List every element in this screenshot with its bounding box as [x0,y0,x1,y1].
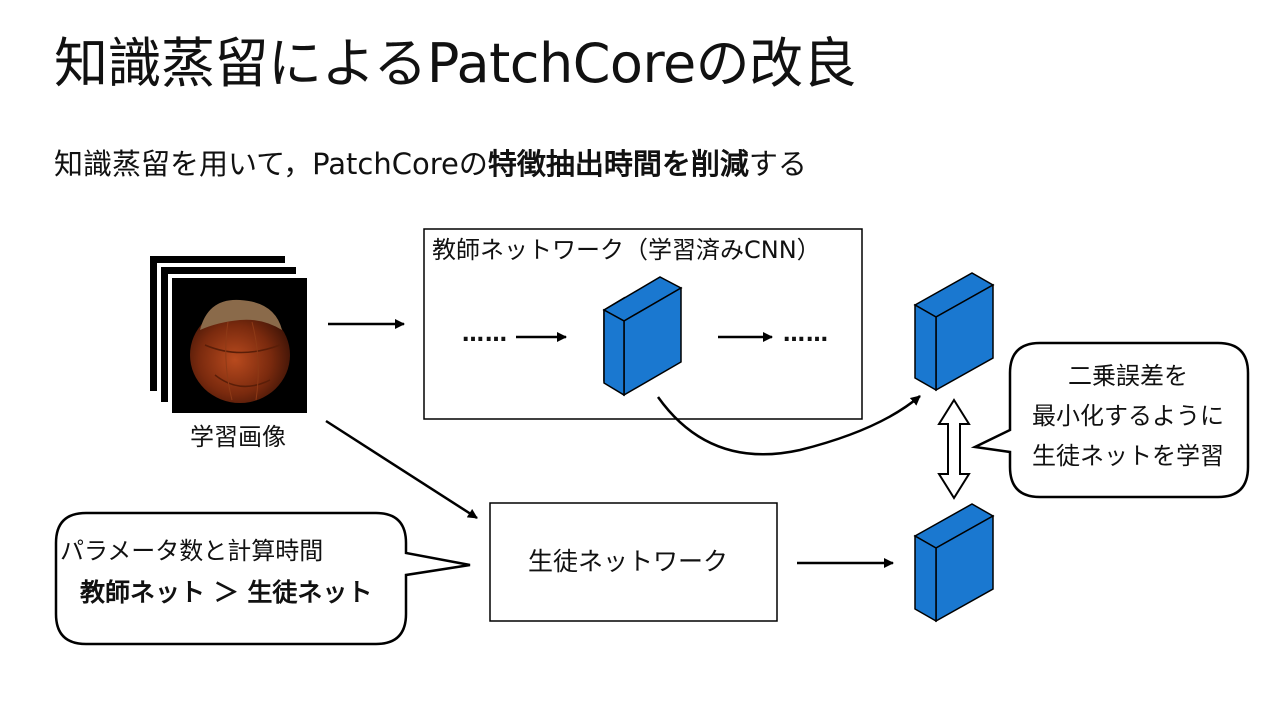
slide-title: 知識蒸留によるPatchCoreの改良 [54,32,857,95]
student-output-block-icon [913,503,995,623]
teacher-network-label: 教師ネットワーク（学習済みCNN） [432,236,821,264]
callout-line: 最小化するように [1032,402,1224,430]
teacher-ellipsis-left: …… [462,322,508,347]
teacher-network-box [423,228,863,420]
slide-subtitle: 知識蒸留を用いて，PatchCoreの特徴抽出時間を削減する [54,142,807,186]
subtitle-text: 知識蒸留を用いて，PatchCoreの [54,147,488,181]
student-network-box [489,502,778,622]
training-image-caption: 学習画像 [190,423,286,451]
teacher-output-block-icon [913,272,995,392]
teacher-output-arrow [656,395,921,456]
right-callout-bubble [970,341,1250,499]
left-callout-line2: 教師ネット ＞ 生徒ネット [80,578,373,607]
double-arrow-icon [937,398,971,500]
left-callout-bubble [54,511,471,646]
teacher-ellipsis-right: …… [783,322,829,347]
hazelnut-image-stack-icon [150,256,307,413]
student-network-label: 生徒ネットワーク [528,547,729,576]
hazelnut-photo [190,299,290,403]
arrow-to-student [325,419,478,520]
left-callout-line1: パラメータ数と計算時間 [60,537,324,565]
teacher-feature-block-icon [602,276,683,397]
subtitle-text-end: する [748,147,807,181]
callout-line: 生徒ネットを学習 [1032,442,1224,470]
subtitle-emphasis: 特徴抽出時間を削減 [487,147,749,181]
callout-line: 二乗誤差を [1068,362,1188,390]
